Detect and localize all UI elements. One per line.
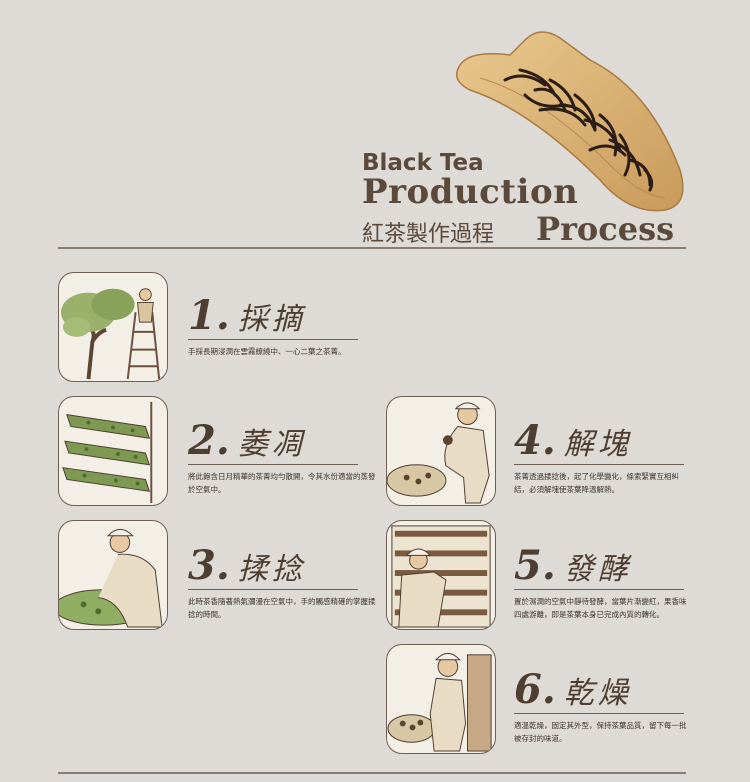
- header-divider: [58, 247, 686, 249]
- step-5-heading: 5.發酵: [514, 542, 632, 589]
- title-chinese: 紅茶製作過程: [362, 222, 495, 247]
- title-production: Production: [362, 172, 579, 212]
- step-4-title: 解塊: [563, 427, 632, 462]
- step-1-heading: 1.採摘: [188, 292, 306, 339]
- step-5-description: 置於濕潤的空氣中靜待發酵，當葉片漸變紅，果香味四處游離，即是茶葉本身已完成內質的…: [514, 597, 687, 619]
- step-3-image: [58, 520, 168, 630]
- step-4-image: [386, 396, 496, 506]
- step-6-underline: [514, 713, 684, 714]
- step-2-number: 2.: [188, 417, 230, 464]
- step-5-number: 5.: [514, 542, 556, 589]
- step-6-description: 適溫乾燥，固定其外型，保持茶葉品質，留下每一批被存封的味道。: [514, 721, 687, 743]
- step-6-title: 乾燥: [563, 676, 632, 711]
- bamboo-scoop-tea-leaves-icon: [455, 31, 684, 212]
- step-2-underline: [188, 464, 358, 465]
- step-1-image: [58, 272, 168, 382]
- title-process: Process: [536, 210, 675, 248]
- step-6-heading: 6.乾燥: [514, 666, 632, 713]
- step-2-heading: 2.萎凋: [188, 417, 306, 464]
- step-4-heading: 4.解塊: [514, 417, 632, 464]
- withering-racks-icon: [62, 401, 153, 504]
- step-1-underline: [188, 339, 358, 340]
- step-3-heading: 3.揉捻: [188, 542, 306, 589]
- breaking-clumps-icon: [387, 402, 490, 504]
- step-2-description: 將此飽含日月精華的茶菁均勻散開，令其水份適當的蒸發於空氣中。: [188, 472, 376, 494]
- step-1-description: 手採長期浸潤在雲霧繚繞中、一心二葉之茶菁。: [188, 347, 346, 356]
- step-3-description: 此時茶香隨著熱氣瀰漫在空氣中，手的觸感精確的掌握揉捻的時間。: [188, 597, 376, 619]
- step-5-title: 發酵: [563, 552, 632, 587]
- step-4-description: 茶菁透過揉捻後，起了化學變化，條索緊實互相糾結，必須解塊使茶葉降溫解熱。: [514, 472, 679, 494]
- step-4-underline: [514, 464, 684, 465]
- footer-divider: [58, 772, 686, 774]
- step-4-number: 4.: [514, 417, 556, 464]
- step-5-image: [386, 520, 496, 630]
- rolling-tea-icon: [59, 528, 163, 628]
- step-3-title: 揉捻: [237, 552, 306, 587]
- step-2-title: 萎凋: [237, 427, 306, 462]
- title-black-tea: Black Tea: [362, 150, 484, 176]
- step-3-number: 3.: [188, 542, 230, 589]
- step-6-number: 6.: [514, 666, 556, 713]
- fermentation-icon: [391, 525, 491, 628]
- step-3-underline: [188, 589, 358, 590]
- step-1-number: 1.: [188, 292, 230, 339]
- drying-icon: [387, 652, 492, 752]
- tea-picking-icon: [60, 288, 161, 380]
- step-2-image: [58, 396, 168, 506]
- step-1-title: 採摘: [237, 302, 306, 337]
- step-5-underline: [514, 589, 684, 590]
- step-6-image: [386, 644, 496, 754]
